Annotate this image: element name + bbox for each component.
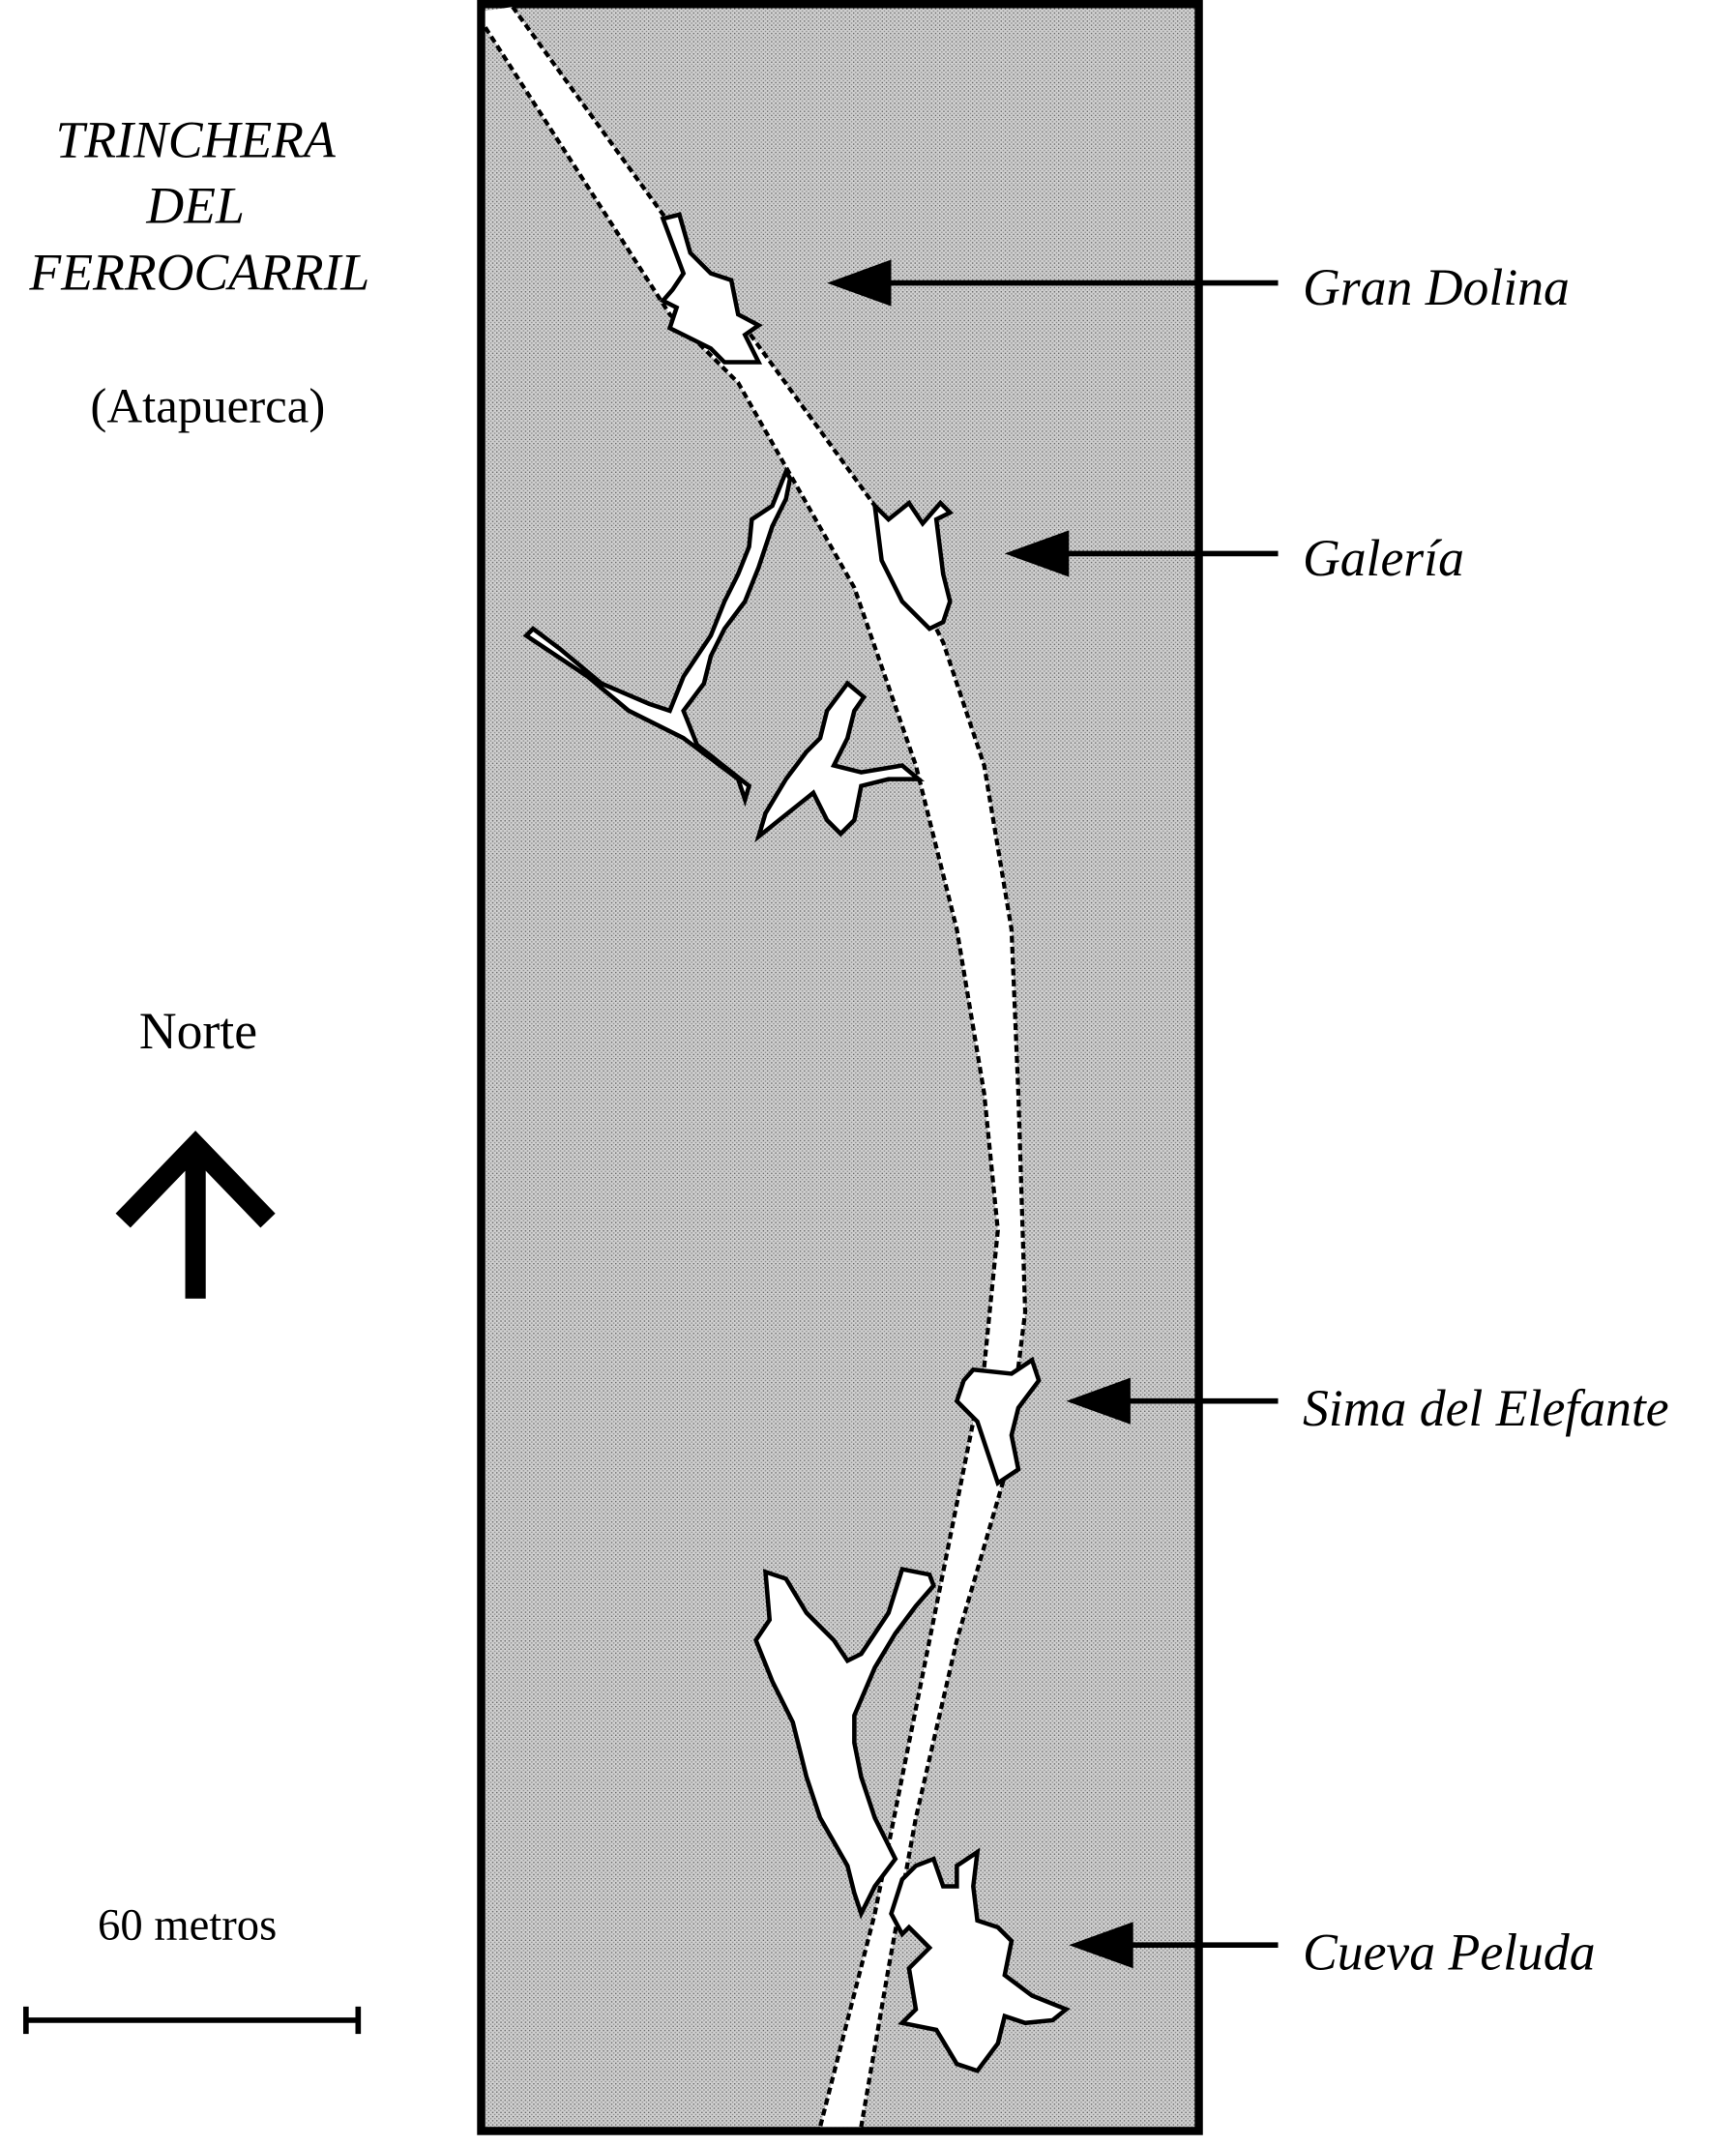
cave-cueva-peluda (889, 1847, 1071, 2073)
label-gran-dolina: Gran Dolina (1303, 258, 1570, 316)
subtitle: (Atapuerca) (90, 380, 325, 434)
label-cueva-peluda: Cueva Peluda (1303, 1924, 1596, 1982)
cave-west-branch (522, 466, 793, 808)
cave-gran-dolina (659, 212, 763, 365)
scale-bar (23, 2006, 362, 2035)
label-galeria: Galería (1303, 529, 1464, 587)
cave-north-branch (753, 1566, 936, 1920)
arrow-cueva-peluda (1069, 1922, 1279, 1969)
north-label: Norte (139, 1002, 257, 1060)
cave-sima-del-elefante (954, 1356, 1042, 1487)
scale-label: 60 metros (98, 1900, 277, 1951)
title-line-1: TRINCHERA (55, 111, 336, 169)
arrow-sima-del-elefante (1066, 1377, 1279, 1425)
arrow-galeria (1004, 530, 1279, 577)
cave-small-branch (754, 680, 926, 843)
title-line-3: FERROCARRIL (28, 244, 369, 302)
north-arrow-icon (115, 1131, 276, 1299)
label-sima-del-elefante: Sima del Elefante (1303, 1379, 1669, 1437)
title-line-2: DEL (145, 176, 244, 234)
cave-galeria (871, 499, 955, 632)
arrow-gran-dolina (827, 259, 1279, 307)
